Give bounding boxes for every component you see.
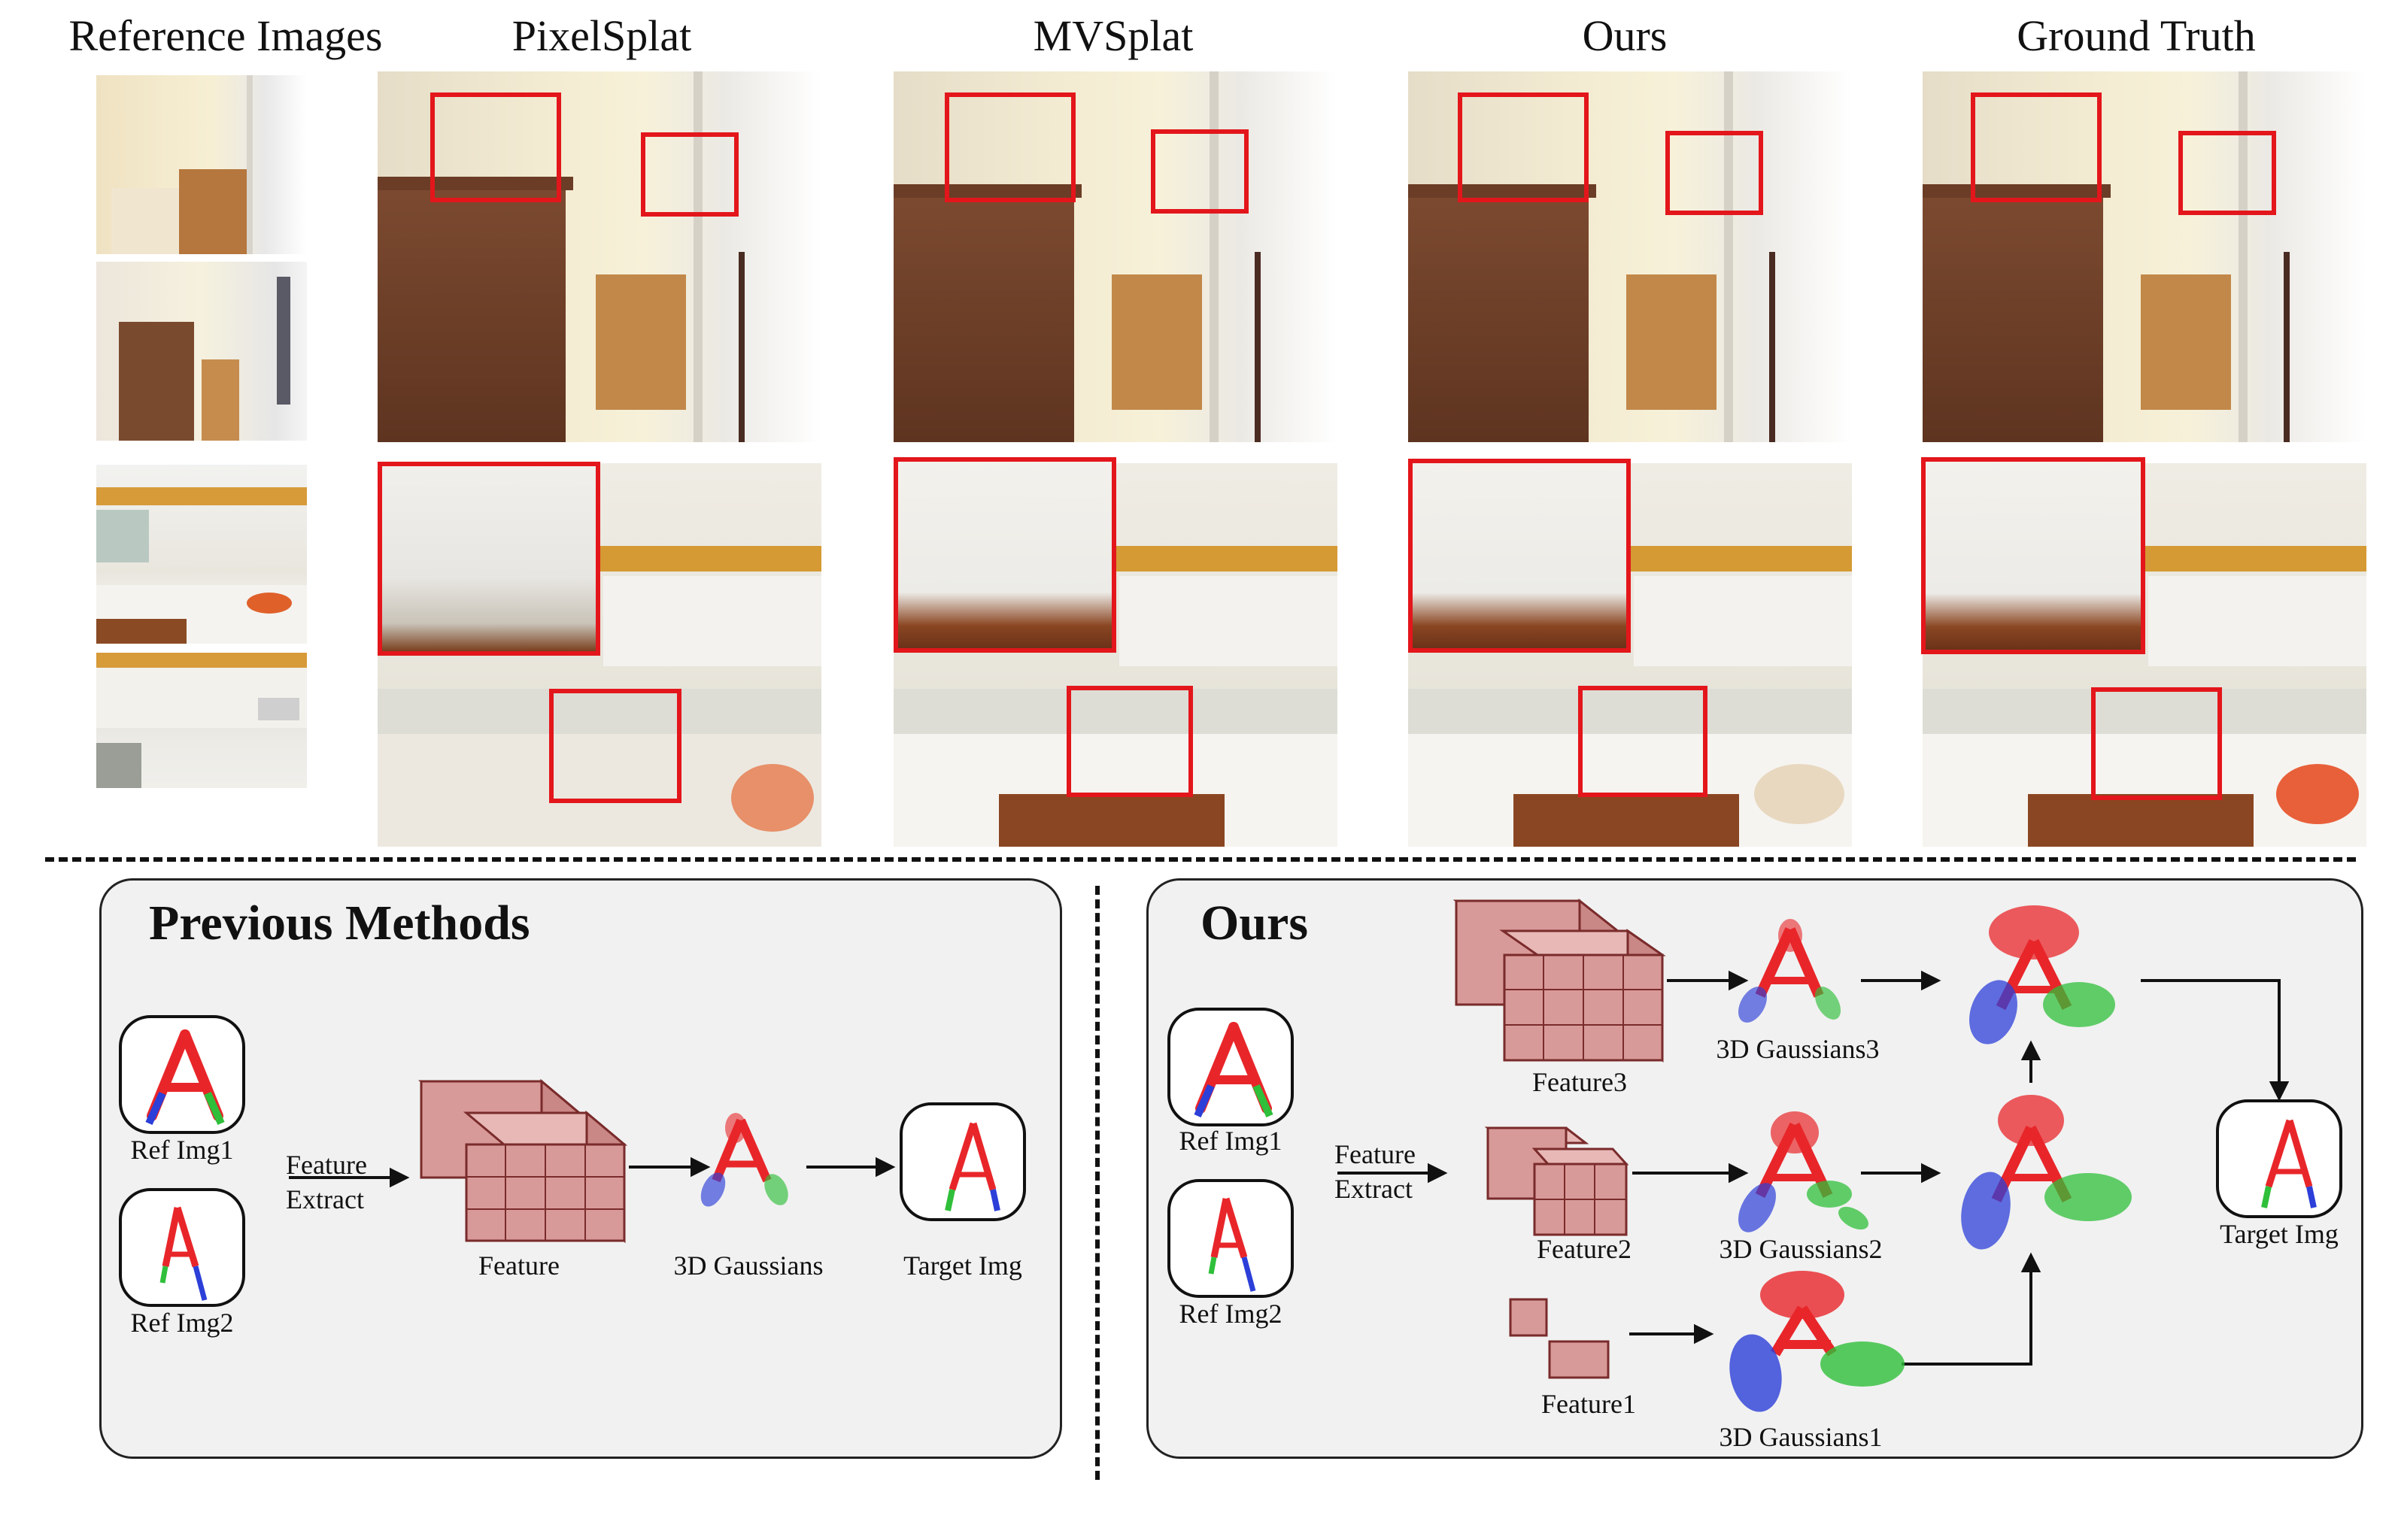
highlight-box	[945, 92, 1076, 202]
feature2-cubes	[1484, 1126, 1629, 1236]
column-title-mvsplat: MVSplat	[1033, 11, 1194, 60]
feature-extract-line-1: Feature	[286, 1150, 367, 1180]
highlight-box	[641, 132, 739, 217]
target-img-icon	[900, 1102, 1026, 1221]
dashed-separator-vertical	[1095, 886, 1100, 1480]
ours-ref-img1-label: Ref Img1	[1179, 1126, 1282, 1156]
feature3-label: Feature3	[1532, 1067, 1627, 1097]
previous-arrows	[289, 1157, 896, 1188]
mvsplat-kitchen-render	[894, 463, 1337, 847]
ref-img1-icon	[119, 1015, 245, 1134]
gaussians2-icon	[1738, 1111, 1868, 1232]
ground-truth-kitchen-image	[1923, 463, 2366, 847]
gaussians3-icon	[1738, 919, 1841, 1023]
gaussians3-label: 3D Gaussians3	[1716, 1034, 1880, 1064]
ours-target-img-icon	[2216, 1099, 2342, 1218]
highlight-box	[2091, 687, 2222, 800]
highlight-box	[1665, 131, 1763, 215]
highlight-box	[549, 689, 681, 803]
ours-feature-extract-line-2: Extract	[1334, 1174, 1413, 1204]
column-title-pixelsplat: PixelSplat	[511, 11, 692, 60]
previous-3d-gaussians-icon	[700, 1113, 788, 1207]
fused-gaussians-middle-icon	[1961, 1095, 2132, 1250]
target-img-label: Target Img	[903, 1250, 1022, 1281]
fused-gaussians-top-icon	[1969, 905, 2115, 1044]
ours-ref-img2-label: Ref Img2	[1179, 1299, 1282, 1329]
zoom-inset	[1921, 457, 2145, 654]
highlight-box	[430, 92, 561, 202]
ours-ref-img2-icon	[1167, 1179, 1294, 1298]
gaussians-label: 3D Gaussians	[673, 1250, 824, 1281]
dashed-separator-horizontal	[45, 857, 2356, 862]
column-title-reference: Reference Images	[68, 11, 383, 60]
highlight-box	[2178, 131, 2276, 215]
feature-cube-front	[463, 1110, 628, 1244]
ref-img2-label: Ref Img2	[130, 1308, 234, 1338]
ours-panel-title: Ours	[1200, 896, 1309, 950]
zoom-inset	[1408, 459, 1631, 653]
feature-extract-line-2: Extract	[286, 1184, 364, 1214]
ours-bathroom-render	[1408, 71, 1852, 442]
gaussians1-label: 3D Gaussians1	[1719, 1422, 1883, 1452]
feature3-cubes	[1452, 898, 1666, 1063]
reference-image-kitchen-2	[96, 653, 307, 832]
previous-methods-title: Previous Methods	[149, 896, 530, 950]
ground-truth-bathroom-image	[1923, 71, 2366, 442]
feature-extract-label: Feature Extract	[286, 1147, 376, 1217]
ours-target-img-label: Target Img	[2220, 1219, 2339, 1249]
highlight-box	[1151, 129, 1249, 214]
ours-arrows	[1337, 970, 2290, 1366]
reference-image-bathroom-1	[96, 75, 307, 254]
zoom-inset	[378, 462, 600, 656]
ref-img1-label: Ref Img1	[130, 1135, 234, 1165]
highlight-box	[1971, 92, 2102, 202]
column-title-ground-truth: Ground Truth	[2017, 11, 2256, 60]
ours-feature-extract-line-1: Feature	[1334, 1139, 1416, 1169]
feature1-cubes	[1509, 1298, 1610, 1379]
highlight-box	[1458, 92, 1589, 202]
reference-image-bathroom-2	[96, 262, 307, 441]
ref-img2-icon	[119, 1188, 245, 1307]
feature-label: Feature	[478, 1250, 560, 1281]
highlight-box	[1578, 686, 1707, 797]
mvsplat-bathroom-render	[894, 71, 1337, 442]
gaussians1-icon	[1729, 1271, 1905, 1412]
zoom-inset	[894, 457, 1116, 653]
reference-image-kitchen-1	[96, 465, 307, 644]
ours-ref-img1-icon	[1167, 1008, 1294, 1126]
feature1-label: Feature1	[1541, 1389, 1636, 1419]
column-title-ours: Ours	[1582, 11, 1668, 60]
ours-feature-extract-label: Feature Extract	[1334, 1137, 1432, 1206]
pixelsplat-bathroom-render	[378, 71, 821, 442]
highlight-box	[1067, 686, 1193, 797]
gaussians2-label: 3D Gaussians2	[1719, 1234, 1883, 1264]
feature2-label: Feature2	[1537, 1234, 1632, 1264]
